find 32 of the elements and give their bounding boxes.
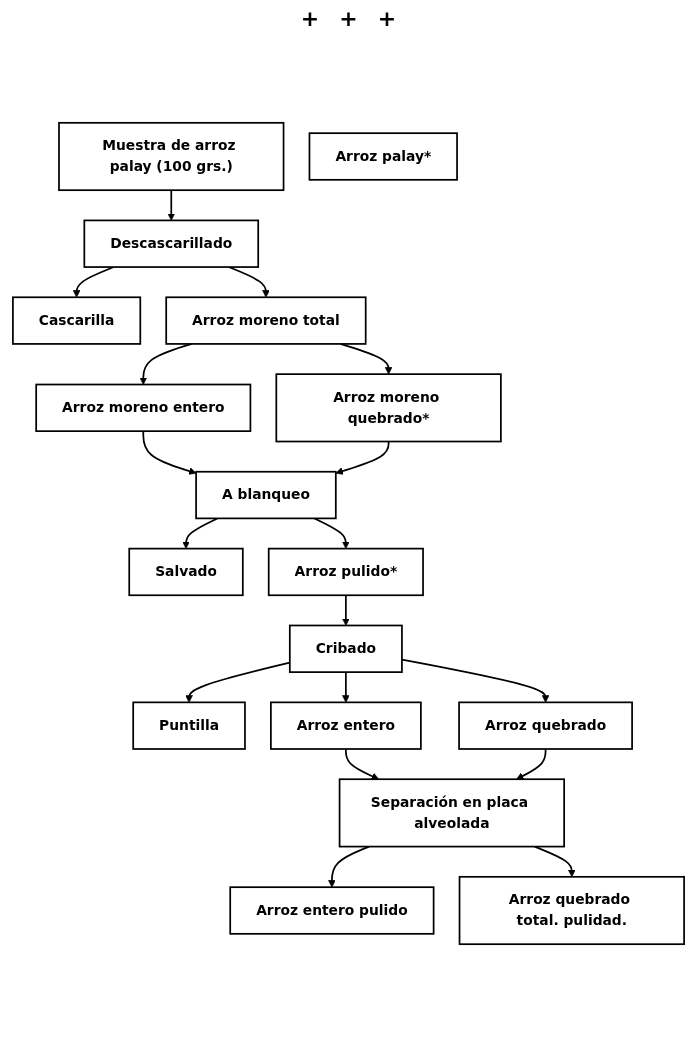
node-box: Descascarillado — [83, 219, 260, 268]
node-box: Arroz moreno entero — [35, 383, 252, 432]
arrow — [516, 748, 547, 780]
node-box: Salvado — [128, 547, 244, 597]
arrow — [167, 189, 176, 221]
arrow — [533, 845, 576, 878]
arrow — [345, 748, 380, 780]
node-box: Arroz pulido* — [267, 547, 424, 597]
node-box: A blanqueo — [195, 470, 337, 520]
arrow — [328, 845, 370, 888]
node-box: Arroz entero — [270, 701, 422, 750]
arrow — [142, 430, 197, 475]
arrow — [313, 517, 350, 549]
arrow — [342, 671, 350, 703]
plus-sign: + — [339, 6, 358, 31]
node-box: Arroz entero pulido — [229, 886, 435, 935]
node-box: Cascarilla — [12, 296, 142, 345]
arrow — [342, 594, 350, 626]
node-box: Separación en placa alveolada — [338, 778, 565, 848]
node-box: Arroz moreno total — [165, 296, 367, 345]
arrow — [335, 440, 390, 475]
arrow — [182, 517, 219, 549]
node-box: Puntilla — [132, 701, 246, 750]
plus-sign: + — [377, 6, 397, 31]
node-box: Cribado — [288, 624, 403, 673]
node-box: Arroz quebrado total. pulidad. — [458, 875, 685, 946]
arrow — [401, 658, 550, 703]
node-box: Arroz quebrado — [458, 701, 633, 750]
node-box: Arroz palay* — [308, 132, 458, 181]
node-box: Muestra de arroz palay (100 grs.) — [58, 121, 285, 192]
plus-sign: + — [300, 6, 320, 31]
node-box: Arroz moreno quebrado* — [275, 373, 502, 443]
